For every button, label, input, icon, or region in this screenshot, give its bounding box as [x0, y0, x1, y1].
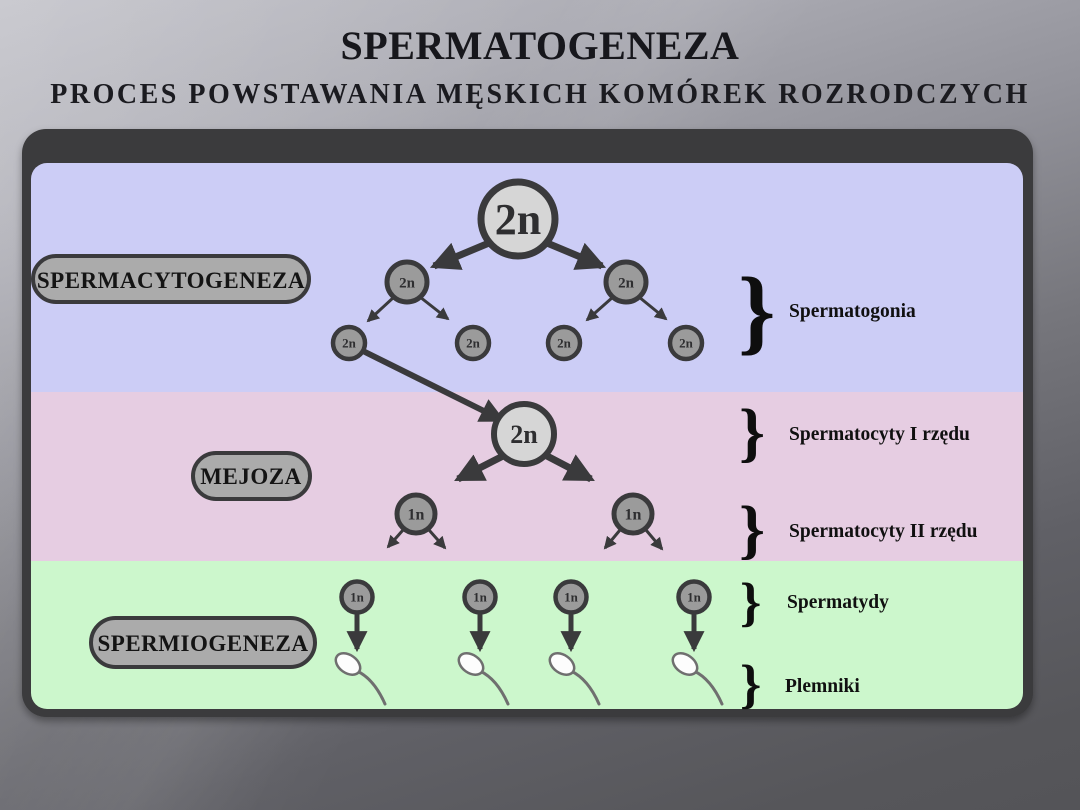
- arrows-mejoza: [386, 452, 664, 551]
- cell-1n-spermatid: [462, 579, 498, 615]
- cell-2n: [330, 324, 368, 362]
- stage-pill-spermiogeneza: SPERMIOGENEZA: [89, 616, 317, 669]
- cell-label-1n: 1n: [408, 507, 425, 524]
- cell-label-2n: 2n: [466, 336, 481, 351]
- arrows-spermiogeneza: [346, 614, 705, 653]
- cell-label-1n: 1n: [473, 590, 488, 605]
- arrow: [419, 295, 450, 321]
- pill-label: SPERMACYTOGENEZA: [37, 268, 305, 293]
- sperm-head: [548, 652, 576, 676]
- spermatogonia-cells: 2n 2n 2n 2n 2n 2n 2n: [330, 178, 705, 362]
- pill-shape: [31, 254, 311, 304]
- pill-shape: [191, 451, 312, 501]
- arrow: [366, 295, 396, 323]
- sperm-head: [671, 652, 699, 676]
- cell-1n-spermatid: [553, 579, 589, 615]
- sperm-cell: [334, 652, 387, 706]
- arrow: [603, 529, 622, 550]
- pill-label: MEJOZA: [200, 464, 301, 489]
- sperm-cell: [457, 652, 510, 706]
- annotation-label: Plemniki: [785, 676, 860, 697]
- stage-pill-mejoza: MEJOZA: [191, 451, 312, 501]
- cell-2n: [603, 259, 649, 305]
- cell-1n-spermatid: [676, 579, 712, 615]
- cell-label-2n: 2n: [679, 336, 694, 351]
- arrow: [386, 529, 405, 549]
- annotation-plemniki: } Plemniki: [740, 654, 860, 714]
- arrow: [454, 452, 505, 483]
- sperm-cell: [548, 652, 601, 706]
- annotation-label: Spermatogonia: [789, 301, 916, 322]
- cell-label-1n: 1n: [687, 590, 702, 605]
- arrow: [429, 239, 491, 270]
- annotation-spermatocyty-2: } Spermatocyty II rzędu: [739, 493, 978, 566]
- page-subtitle: PROCES POWSTAWANIA MĘSKICH KOMÓREK ROZRO…: [50, 79, 1030, 110]
- annotation-spermatydy: } Spermatydy: [740, 572, 889, 632]
- cell-label-1n: 1n: [350, 590, 365, 605]
- cell-2n: [545, 324, 583, 362]
- brace: }: [739, 396, 765, 469]
- pill-label: SPERMIOGENEZA: [98, 631, 309, 656]
- cell-2n-primordial: [477, 178, 559, 260]
- arrow: [638, 295, 668, 321]
- arrow-to-meiosis: [361, 348, 506, 423]
- mejoza-cells: 2n 1n 1n: [394, 401, 655, 536]
- cell-1n-spermatocyte-2: [394, 492, 438, 536]
- spermatid-cells: 1n 1n 1n 1n: [339, 579, 712, 615]
- cell-2n: [384, 259, 430, 305]
- stage-pill-spermacytogeneza: SPERMACYTOGENEZA: [31, 254, 311, 304]
- cell-label-2n: 2n: [399, 276, 416, 292]
- cell-label-2n: 2n: [495, 195, 541, 244]
- sperm-cell: [671, 652, 724, 706]
- brace: }: [740, 654, 761, 714]
- cell-2n: [667, 324, 705, 362]
- cell-label-2n: 2n: [510, 420, 538, 449]
- cell-label-1n: 1n: [625, 507, 642, 524]
- cell-2n: [454, 324, 492, 362]
- arrow: [545, 452, 595, 483]
- arrow: [644, 529, 664, 551]
- brace: }: [740, 572, 761, 632]
- cell-label-1n: 1n: [564, 590, 579, 605]
- annotation-label: Spermatocyty II rzędu: [789, 521, 978, 542]
- cell-label-2n: 2n: [342, 336, 357, 351]
- arrow: [585, 295, 614, 322]
- cell-1n-spermatocyte-2: [611, 492, 655, 536]
- sperm-head: [334, 652, 362, 676]
- sperm-cells: [334, 652, 724, 706]
- brace: }: [739, 493, 765, 566]
- annotation-label: Spermatydy: [787, 592, 889, 613]
- arrow: [545, 239, 607, 270]
- page-title: SPERMATOGENEZA: [340, 23, 740, 68]
- cell-2n-spermatocyte-1: [491, 401, 557, 467]
- annotation-spermatocyty-1: } Spermatocyty I rzędu: [739, 396, 970, 469]
- arrow: [427, 529, 447, 550]
- sperm-head: [457, 652, 485, 676]
- cell-label-2n: 2n: [557, 336, 572, 351]
- brace: }: [738, 258, 775, 364]
- pill-shape: [89, 616, 317, 669]
- annotation-spermatogonia: } Spermatogonia: [738, 258, 916, 364]
- arrows-spermacytogeneza: [361, 239, 668, 423]
- annotation-label: Spermatocyty I rzędu: [789, 424, 970, 445]
- cell-label-2n: 2n: [618, 276, 635, 292]
- cell-1n-spermatid: [339, 579, 375, 615]
